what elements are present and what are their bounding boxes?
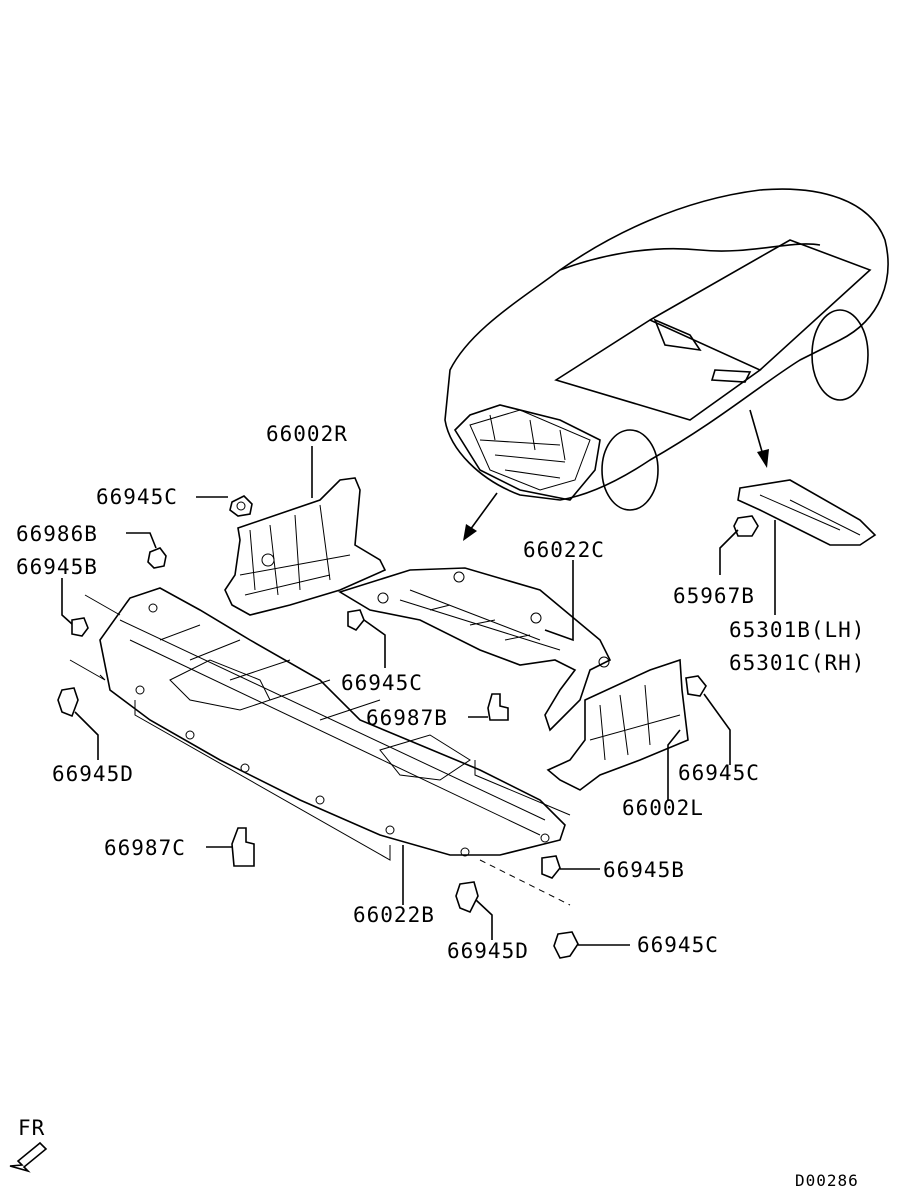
under-cover-center <box>338 567 612 732</box>
bolt-66987b <box>487 693 509 721</box>
callout-66002l: 66002L <box>622 796 704 820</box>
callout-65301c: 65301C(RH) <box>729 651 865 675</box>
callout-66945b-b: 66945B <box>603 858 685 882</box>
splash-shield-right <box>224 477 387 616</box>
rear-under-cover <box>737 479 877 546</box>
callout-66945c-a: 66945C <box>96 485 178 509</box>
nut-65967b <box>733 515 759 537</box>
fr-label: FR <box>18 1116 45 1140</box>
fr-arrow-icon <box>9 1141 48 1173</box>
callout-66945b-a: 66945B <box>16 555 98 579</box>
callout-65301b: 65301B(LH) <box>729 618 865 642</box>
clip-66945b-b <box>541 855 561 879</box>
bolt-66987c <box>231 827 255 867</box>
callout-66945d-a: 66945D <box>52 762 134 786</box>
splash-shield-left <box>546 658 689 791</box>
callout-66945c-c: 66945C <box>678 761 760 785</box>
under-cover-front <box>99 587 566 857</box>
front-direction-marker: FR <box>9 1116 48 1173</box>
nut-66986b <box>147 547 167 569</box>
drawing-number: D00286 <box>795 1171 859 1187</box>
pointer-arrows <box>463 409 769 541</box>
callout-66945c-b: 66945C <box>341 671 423 695</box>
clip-66945b-a <box>71 617 89 637</box>
clip-66945c-a <box>229 495 253 517</box>
clip-66945c-b <box>347 609 365 632</box>
callout-66022c: 66022C <box>523 538 605 562</box>
clip-66945c-d <box>553 931 579 959</box>
callout-66987c: 66987C <box>104 836 186 860</box>
callout-66945c-d: 66945C <box>637 933 719 957</box>
fasteners <box>57 495 759 959</box>
callout-66945d-b: 66945D <box>447 939 529 963</box>
clip-66945d-a <box>57 687 79 718</box>
clip-66945d-b <box>455 881 479 914</box>
callout-66002r: 66002R <box>266 422 348 446</box>
dashed-guides <box>69 594 571 906</box>
leader-lines <box>61 446 776 946</box>
callout-66987b: 66987B <box>366 706 448 730</box>
clip-66945c-c <box>685 675 707 697</box>
callout-66022b: 66022B <box>353 903 435 927</box>
car-body-illustration <box>444 188 889 511</box>
callout-labels: 66002R 66945C 66986B 66945B 66022C 65967… <box>16 422 865 963</box>
callout-66986b: 66986B <box>16 522 98 546</box>
callout-65967b: 65967B <box>673 584 755 608</box>
